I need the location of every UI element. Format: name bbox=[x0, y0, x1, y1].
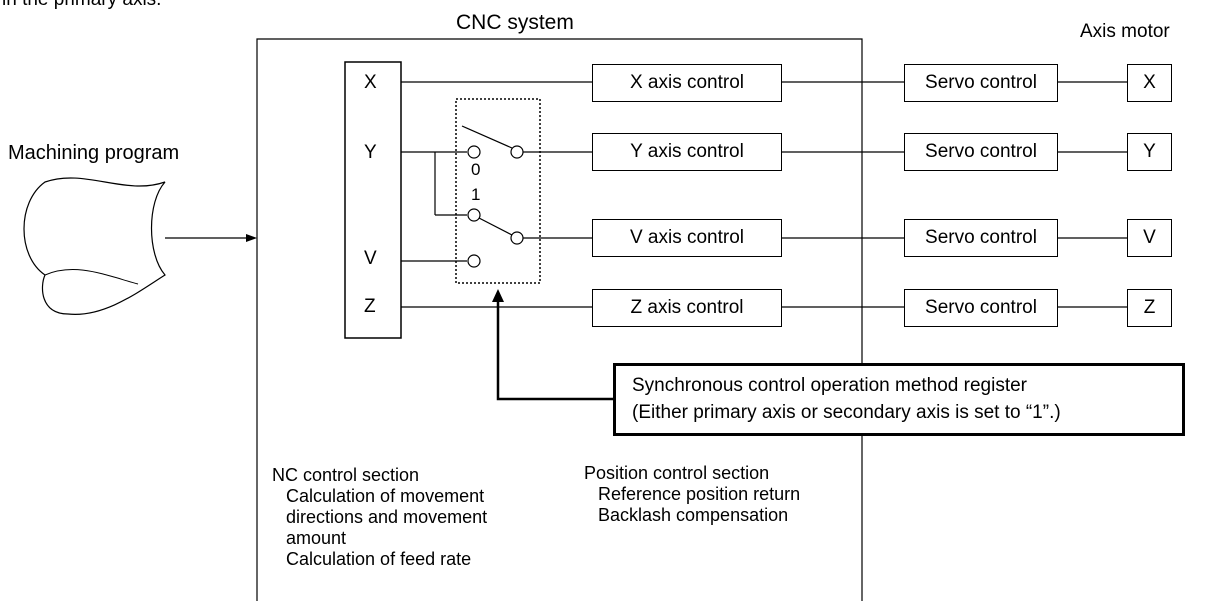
axis-input-box bbox=[344, 61, 402, 339]
motor-z: Z bbox=[1127, 289, 1172, 327]
v-axis-control-box: V axis control bbox=[592, 219, 782, 257]
register-line-1: Synchronous control operation method reg… bbox=[632, 375, 1028, 396]
z-axis-control-box: Z axis control bbox=[592, 289, 782, 327]
input-axis-y: Y bbox=[364, 142, 377, 163]
motor-v: V bbox=[1127, 219, 1172, 257]
machining-program-label: Machining program bbox=[8, 142, 180, 164]
switch-position-0: 0 bbox=[471, 160, 481, 179]
switch-dotted-box bbox=[455, 98, 541, 284]
servo-control-z: Servo control bbox=[904, 289, 1058, 327]
register-line-2: (Either primary axis or secondary axis i… bbox=[632, 402, 1061, 423]
axis-motor-title: Axis motor bbox=[1080, 21, 1170, 42]
y-axis-control-box: Y axis control bbox=[592, 133, 782, 171]
nc-control-section: NC control section Calculation of moveme… bbox=[272, 465, 562, 570]
x-axis-control-box: X axis control bbox=[592, 64, 782, 102]
nc-item-1: Calculation of movement directions and m… bbox=[286, 486, 488, 548]
input-axis-v: V bbox=[364, 248, 377, 269]
position-item-2: Backlash compensation bbox=[598, 505, 789, 525]
header-fragment: in the primary axis. bbox=[2, 0, 161, 11]
servo-control-v: Servo control bbox=[904, 219, 1058, 257]
position-item-1: Reference position return bbox=[598, 484, 801, 504]
motor-y: Y bbox=[1127, 133, 1172, 171]
position-control-section: Position control section Reference posit… bbox=[584, 463, 854, 526]
servo-control-y: Servo control bbox=[904, 133, 1058, 171]
arrow-to-cnc bbox=[246, 234, 257, 242]
cnc-system-border bbox=[256, 38, 863, 601]
register-arrow bbox=[496, 300, 613, 401]
sync-register-box: Synchronous control operation method reg… bbox=[613, 363, 1185, 436]
nc-item-2: Calculation of feed rate bbox=[286, 549, 472, 569]
cnc-system-title: CNC system bbox=[456, 11, 574, 34]
nc-section-title: NC control section bbox=[272, 465, 420, 485]
switch-blade-upper bbox=[461, 125, 513, 149]
servo-control-x: Servo control bbox=[904, 64, 1058, 102]
switch-blade-lower bbox=[478, 217, 513, 236]
tape-icon bbox=[23, 177, 166, 315]
position-section-title: Position control section bbox=[584, 463, 770, 483]
switch-position-1: 1 bbox=[471, 185, 481, 204]
motor-x: X bbox=[1127, 64, 1172, 102]
input-axis-z: Z bbox=[364, 296, 376, 317]
input-axis-x: X bbox=[364, 72, 377, 93]
